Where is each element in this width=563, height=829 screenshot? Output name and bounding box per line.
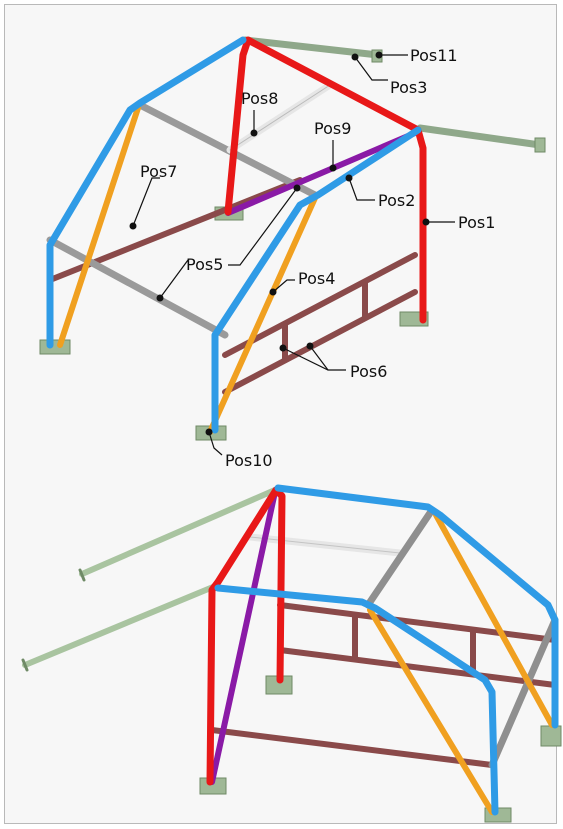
b-bar-light-outline [249, 536, 401, 554]
label-pos8: Pos8 [241, 89, 278, 108]
b-blue-side [214, 584, 499, 816]
label-pos9: Pos9 [314, 119, 351, 138]
stay-pos11-right [416, 124, 544, 149]
stay-b-upper-foot [78, 568, 86, 582]
main-hoop-pos1 [224, 36, 427, 324]
leader-pos3 [354, 56, 388, 81]
b-gray-right [488, 616, 559, 769]
b-bar-upper [277, 602, 558, 643]
b-bar-bottom [209, 727, 495, 768]
label-pos4: Pos4 [298, 269, 335, 288]
label-pos3: Pos3 [390, 78, 427, 97]
label-pos11: Pos11 [410, 46, 458, 65]
front-hoop-left-side [46, 36, 247, 349]
base-plate-b3 [540, 725, 562, 747]
stay-b-upper [79, 487, 278, 577]
leader-pos6b [309, 345, 329, 371]
stay-foot-right [534, 137, 546, 153]
leader-pos4 [272, 279, 295, 293]
label-pos2: Pos2 [378, 191, 415, 210]
label-pos6: Pos6 [350, 362, 387, 381]
leader-pos5-front [159, 259, 189, 299]
label-pos7: Pos7 [140, 162, 177, 181]
leader-pos2 [348, 177, 375, 201]
cage-view-bottom [21, 484, 562, 823]
b-orange-diagonal-1 [367, 607, 495, 815]
bar-pos4-orange-diagonal [207, 195, 318, 435]
leader-pos10 [208, 431, 223, 456]
bar-pos9-diagonal [225, 130, 418, 216]
door-bar-upper [222, 252, 418, 358]
door-bar-lower [222, 289, 418, 395]
cage-view-top: Pos1 Pos2 Pos3 Pos4 Pos5 Pos6 Pos7 Pos8 … [39, 36, 546, 470]
leader-pos7 [132, 177, 160, 227]
stay-pos11-left [241, 36, 382, 59]
label-pos5: Pos5 [186, 255, 223, 274]
b-bar-lower [277, 647, 558, 688]
b-purple-diagonal [209, 489, 278, 785]
b-blue-top [274, 484, 559, 729]
stay-b-lower [22, 584, 216, 668]
b-orange-diagonal-2 [433, 512, 555, 728]
front-hoop-right-side [211, 126, 422, 434]
bar-pos7-orange-diagonal [57, 105, 141, 348]
label-pos1: Pos1 [458, 213, 495, 232]
bar-pos8-outline [229, 84, 331, 151]
b-main-hoop [206, 486, 286, 786]
leader-pos5 [228, 187, 298, 266]
stay-b-lower-foot [21, 658, 29, 672]
base-plate-front-left [39, 339, 71, 355]
label-pos10: Pos10 [225, 451, 273, 470]
b-gray-left [364, 506, 436, 609]
bar-pos5-front [46, 236, 229, 339]
